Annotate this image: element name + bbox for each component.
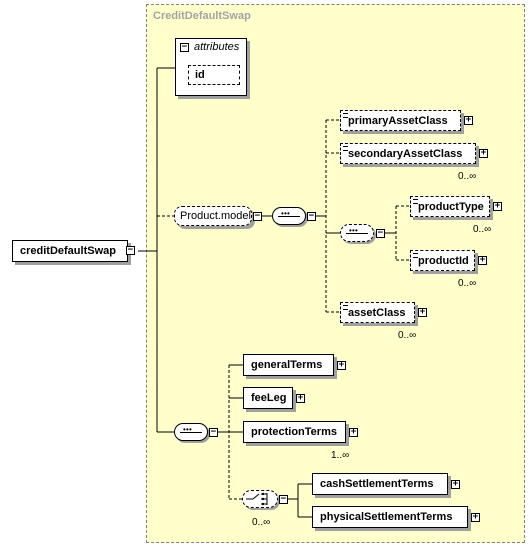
element-label: primaryAssetClass — [348, 115, 448, 127]
cardinality-label: 0..∞ — [458, 278, 477, 289]
element-secondaryassetclass[interactable]: secondaryAssetClass — [340, 143, 476, 164]
collapse-icon[interactable]: − — [180, 42, 189, 52]
expand-icon[interactable]: + — [337, 360, 346, 370]
element-primaryassetclass[interactable]: primaryAssetClass — [340, 110, 461, 131]
sequence-compositor — [174, 423, 208, 441]
attribute-id[interactable]: id — [188, 65, 240, 85]
expand-icon[interactable]: + — [493, 201, 502, 211]
element-producttype[interactable]: productType — [410, 196, 490, 217]
element-label: secondaryAssetClass — [348, 148, 463, 160]
expand-icon[interactable]: + — [479, 148, 488, 158]
expand-icon[interactable]: + — [471, 512, 480, 522]
element-label: productType — [418, 201, 484, 213]
group-label: Product.model — [180, 210, 251, 222]
group-product-model[interactable]: Product.model — [174, 206, 252, 226]
element-label: protectionTerms — [251, 426, 337, 438]
cardinality-label: 1..∞ — [331, 450, 350, 461]
collapse-icon[interactable]: − — [209, 427, 218, 437]
cardinality-label: 0..∞ — [252, 517, 271, 528]
choice-icon — [246, 492, 268, 506]
expand-icon[interactable]: + — [349, 427, 358, 437]
element-label: assetClass — [348, 307, 406, 319]
root-element-creditdefaultswap[interactable]: creditDefaultSwap — [12, 240, 128, 262]
cardinality-label: 0..∞ — [398, 330, 417, 341]
collapse-icon[interactable]: − — [253, 211, 262, 221]
expand-icon[interactable]: + — [464, 115, 473, 125]
cardinality-label: 0..∞ — [458, 171, 477, 182]
attributes-box: − attributes id — [175, 38, 247, 96]
collapse-icon[interactable]: − — [126, 245, 135, 255]
type-title: CreditDefaultSwap — [153, 10, 251, 22]
element-assetclass[interactable]: assetClass — [340, 302, 415, 323]
collapse-icon[interactable]: − — [376, 228, 385, 238]
element-generalterms[interactable]: generalTerms — [243, 354, 334, 376]
element-physicalsettlementterms[interactable]: physicalSettlementTerms — [312, 506, 468, 528]
collapse-icon[interactable]: − — [307, 211, 316, 221]
sequence-compositor — [340, 224, 374, 242]
element-productid[interactable]: productId — [410, 250, 475, 271]
attributes-label: attributes — [194, 41, 240, 53]
expand-icon[interactable]: + — [451, 479, 460, 489]
cardinality-label: 0..∞ — [473, 224, 492, 235]
sequence-compositor — [272, 207, 306, 225]
expand-icon[interactable]: + — [478, 255, 487, 265]
element-feeleg[interactable]: feeLeg — [243, 387, 293, 409]
root-element-label: creditDefaultSwap — [20, 245, 116, 257]
element-label: feeLeg — [251, 392, 287, 404]
collapse-icon[interactable]: − — [279, 494, 288, 504]
expand-icon[interactable]: + — [296, 393, 305, 403]
element-label: productId — [418, 255, 469, 267]
element-protectionterms[interactable]: protectionTerms — [243, 421, 346, 443]
element-label: generalTerms — [251, 359, 323, 371]
expand-icon[interactable]: + — [418, 307, 427, 317]
element-label: cashSettlementTerms — [320, 478, 434, 490]
element-cashsettlementterms[interactable]: cashSettlementTerms — [312, 473, 448, 495]
element-label: physicalSettlementTerms — [320, 511, 453, 523]
choice-compositor — [242, 490, 278, 508]
